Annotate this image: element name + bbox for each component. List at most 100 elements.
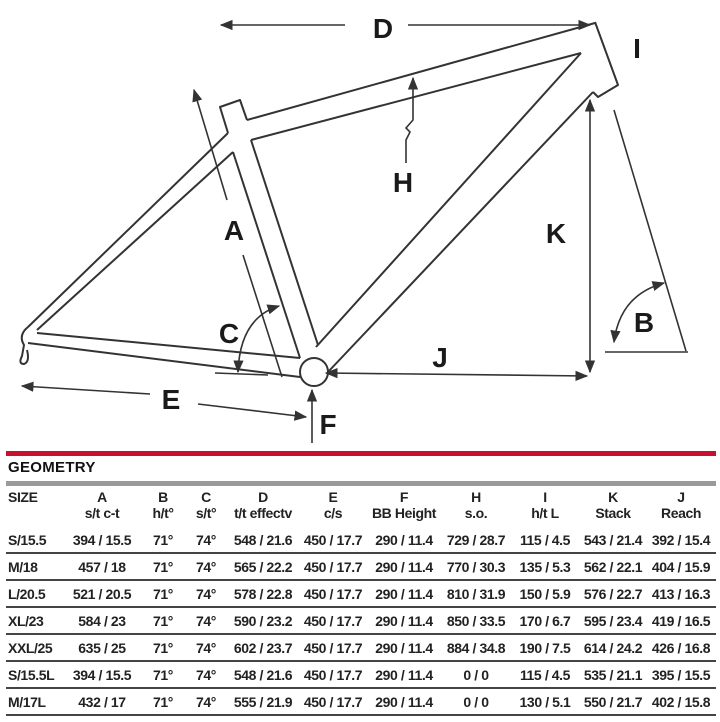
value-cell: 535 / 21.1 — [580, 661, 646, 689]
column-letter: B — [158, 489, 168, 505]
column-letter: D — [258, 489, 268, 505]
size-cell: M/17L — [6, 688, 64, 716]
value-cell: 578 / 22.8 — [226, 580, 300, 608]
column-letter: A — [97, 489, 107, 505]
value-cell: 450 / 17.7 — [300, 688, 366, 716]
column-header: SIZE — [6, 487, 64, 527]
value-cell: 395 / 15.5 — [646, 661, 716, 689]
column-subtitle: c/s — [323, 505, 343, 521]
value-cell: 190 / 7.5 — [510, 634, 580, 662]
size-cell: S/15.5L — [6, 661, 64, 689]
value-cell: 432 / 17 — [64, 688, 140, 716]
size-cell: S/15.5 — [6, 527, 64, 554]
header-divider — [6, 481, 716, 486]
value-cell: 74° — [186, 607, 226, 635]
value-cell: 130 / 5.1 — [510, 688, 580, 716]
b-arc — [610, 281, 666, 344]
value-cell: 290 / 11.4 — [366, 580, 442, 608]
column-subtitle: BB Height — [371, 505, 437, 521]
value-cell: 635 / 25 — [64, 634, 140, 662]
value-cell: 450 / 17.7 — [300, 553, 366, 581]
value-cell: 595 / 23.4 — [580, 607, 646, 635]
size-cell: L/20.5 — [6, 580, 64, 608]
value-cell: 115 / 4.5 — [510, 527, 580, 554]
value-cell: 394 / 15.5 — [64, 527, 140, 554]
label-b: B — [634, 307, 654, 338]
head-tube — [592, 21, 619, 98]
value-cell: 71° — [140, 634, 186, 662]
value-cell: 770 / 30.3 — [442, 553, 510, 581]
label-k: K — [546, 218, 566, 249]
frame-diagram: D I H A K C B J E F — [19, 13, 688, 443]
column-letter: E — [328, 489, 338, 505]
size-cell: XXL/25 — [6, 634, 64, 662]
value-cell: 576 / 22.7 — [580, 580, 646, 608]
accent-divider — [6, 451, 716, 456]
column-subtitle: Stack — [595, 505, 631, 521]
label-j: J — [432, 342, 448, 373]
seat-post-stub — [219, 99, 248, 134]
bike-frame — [19, 21, 619, 387]
j-line — [324, 368, 589, 381]
label-e: E — [162, 384, 181, 415]
value-cell: 290 / 11.4 — [366, 553, 442, 581]
dimension-lines — [20, 19, 688, 443]
value-cell: 602 / 23.7 — [226, 634, 300, 662]
label-a: A — [224, 215, 244, 246]
value-cell: 74° — [186, 527, 226, 554]
column-letter: SIZE — [8, 489, 38, 505]
label-c: C — [219, 318, 239, 349]
value-cell: 404 / 15.9 — [646, 553, 716, 581]
value-cell: 74° — [186, 580, 226, 608]
column-subtitle: t/t effectv — [234, 505, 292, 521]
size-cell: XL/23 — [6, 607, 64, 635]
value-cell: 562 / 22.1 — [580, 553, 646, 581]
column-subtitle: s.o. — [464, 505, 488, 521]
value-cell: 590 / 23.2 — [226, 607, 300, 635]
value-cell: 115 / 4.5 — [510, 661, 580, 689]
value-cell: 71° — [140, 580, 186, 608]
value-cell: 548 / 21.6 — [226, 661, 300, 689]
value-cell: 394 / 15.5 — [64, 661, 140, 689]
top-tube — [246, 22, 596, 141]
seat-stay — [27, 132, 234, 331]
value-cell: 850 / 33.5 — [442, 607, 510, 635]
value-cell: 71° — [140, 607, 186, 635]
value-cell: 521 / 20.5 — [64, 580, 140, 608]
geometry-title: GEOMETRY — [8, 459, 96, 476]
value-cell: 729 / 28.7 — [442, 527, 510, 554]
e-arrow-right — [197, 403, 308, 421]
chain-stay — [27, 332, 301, 378]
label-d: D — [373, 13, 393, 44]
column-letter: H — [471, 489, 481, 505]
value-cell: 150 / 5.9 — [510, 580, 580, 608]
value-cell: 548 / 21.6 — [226, 527, 300, 554]
value-cell: 71° — [140, 688, 186, 716]
value-cell: 457 / 18 — [64, 553, 140, 581]
value-cell: 71° — [140, 527, 186, 554]
rear-dropout — [19, 326, 29, 365]
value-cell: 71° — [140, 661, 186, 689]
column-subtitle: s/t c-t — [84, 505, 120, 521]
column-letter: J — [677, 489, 685, 505]
value-cell: 426 / 16.8 — [646, 634, 716, 662]
value-cell: 450 / 17.7 — [300, 661, 366, 689]
value-cell: 419 / 16.5 — [646, 607, 716, 635]
value-cell: 584 / 23 — [64, 607, 140, 635]
c-arc — [233, 304, 281, 374]
value-cell: 402 / 15.8 — [646, 688, 716, 716]
column-subtitle: h/t° — [152, 505, 174, 521]
value-cell: 74° — [186, 661, 226, 689]
column-letter: K — [608, 489, 618, 505]
value-cell: 450 / 17.7 — [300, 527, 366, 554]
value-cell: 290 / 11.4 — [366, 634, 442, 662]
value-cell: 290 / 11.4 — [366, 688, 442, 716]
column-letter: F — [399, 489, 409, 505]
value-cell: 71° — [140, 553, 186, 581]
